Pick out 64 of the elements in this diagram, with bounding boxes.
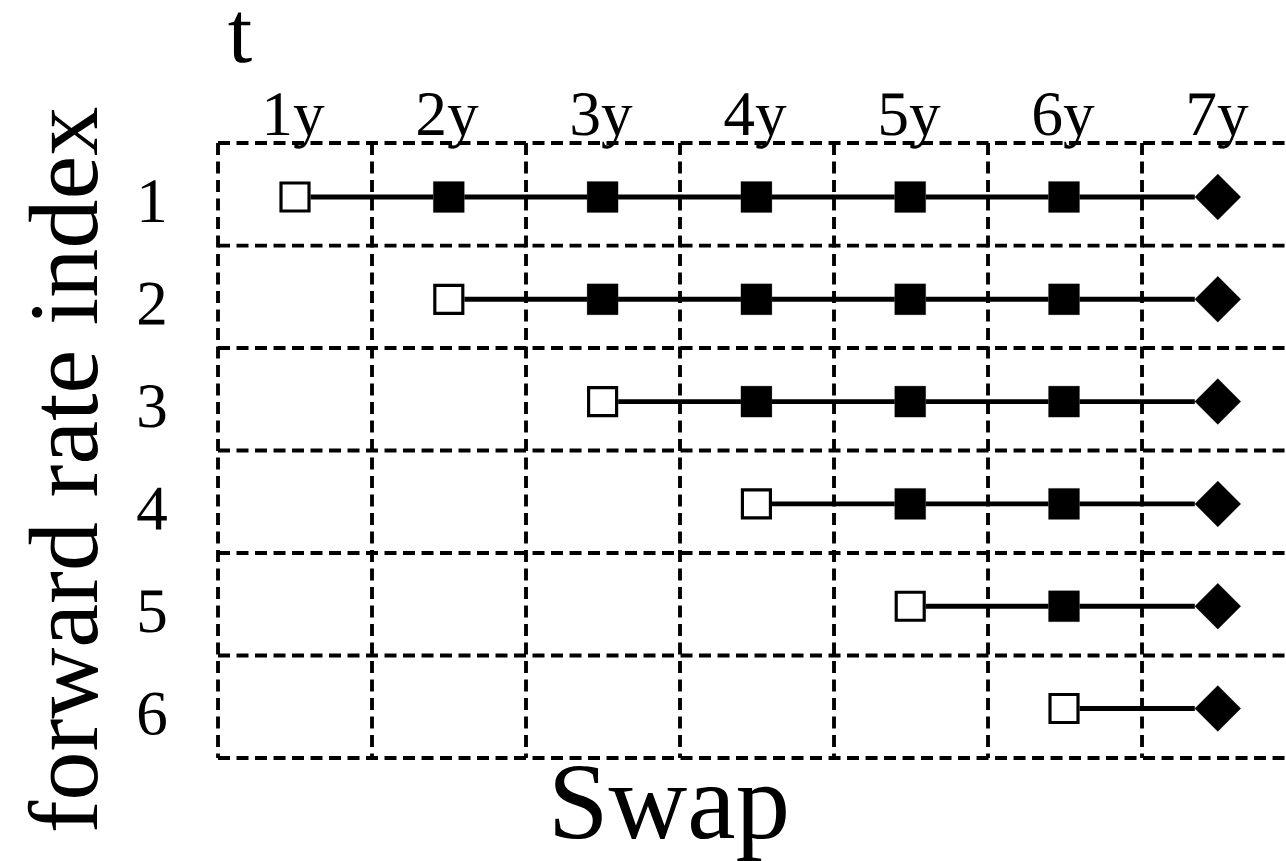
diamond-marker xyxy=(1194,685,1241,732)
column-label: 1y xyxy=(266,93,325,149)
row-label: 1 xyxy=(141,180,165,222)
row-label: 4 xyxy=(137,487,167,530)
column-label: 2y xyxy=(418,93,479,149)
filled-square-marker xyxy=(1048,181,1080,213)
open-square-marker xyxy=(279,181,311,213)
connector-line xyxy=(771,399,895,405)
filled-square-marker xyxy=(740,283,772,315)
row-label: 2 xyxy=(138,282,165,325)
connector-line xyxy=(618,194,741,200)
connector-line xyxy=(1079,501,1195,507)
diamond-marker xyxy=(1194,583,1241,630)
filled-square-marker xyxy=(1048,590,1080,622)
connector-line xyxy=(772,501,895,507)
diamond-marker xyxy=(1194,173,1241,221)
connector-line xyxy=(771,194,895,200)
column-label: 3y xyxy=(572,93,633,149)
filled-square-marker xyxy=(587,181,619,213)
connector-line xyxy=(925,194,1049,200)
open-square-marker xyxy=(894,590,926,622)
filled-square-marker xyxy=(894,283,926,315)
axis-label: forward rate index xyxy=(27,107,98,831)
connector-line xyxy=(925,399,1049,405)
connector-line xyxy=(925,296,1049,302)
filled-square-marker xyxy=(433,181,465,213)
caption: Swap xyxy=(555,765,786,861)
connector-line xyxy=(310,194,434,200)
connector-line xyxy=(925,603,1049,609)
connector-line xyxy=(1079,706,1195,711)
connector-line xyxy=(464,194,588,200)
filled-square-marker xyxy=(740,181,772,213)
connector-line xyxy=(618,296,741,302)
connector-line xyxy=(925,501,1049,507)
column-label: 4y xyxy=(724,93,787,149)
connector-line xyxy=(771,296,895,302)
row-label: 6 xyxy=(138,692,166,736)
filled-square-marker xyxy=(894,181,926,213)
connector-line xyxy=(1079,399,1195,405)
filled-square-marker xyxy=(1048,386,1080,418)
filled-square-marker xyxy=(740,386,772,418)
diamond-marker xyxy=(1194,378,1241,425)
row-label: 5 xyxy=(139,590,166,633)
diamond-marker xyxy=(1194,276,1241,323)
filled-square-marker xyxy=(894,488,926,520)
row-label: 3 xyxy=(139,385,166,428)
open-square-marker xyxy=(740,488,772,520)
filled-square-marker xyxy=(1048,488,1080,520)
filled-square-marker xyxy=(587,283,619,315)
filled-square-marker xyxy=(894,386,926,418)
column-label: 6y xyxy=(1034,93,1095,149)
connector-line xyxy=(1079,296,1195,302)
connector-line xyxy=(464,296,588,302)
axis-label: t xyxy=(228,12,252,63)
connector-line xyxy=(1079,194,1195,200)
open-square-marker xyxy=(587,386,619,418)
connector-line xyxy=(1079,603,1195,609)
open-square-marker xyxy=(1048,692,1080,725)
column-label: 5y xyxy=(881,93,941,149)
column-label: 7y xyxy=(1189,93,1249,149)
filled-square-marker xyxy=(1048,283,1080,315)
open-square-marker xyxy=(433,283,465,315)
diamond-marker xyxy=(1194,480,1241,527)
connector-line xyxy=(618,399,741,405)
